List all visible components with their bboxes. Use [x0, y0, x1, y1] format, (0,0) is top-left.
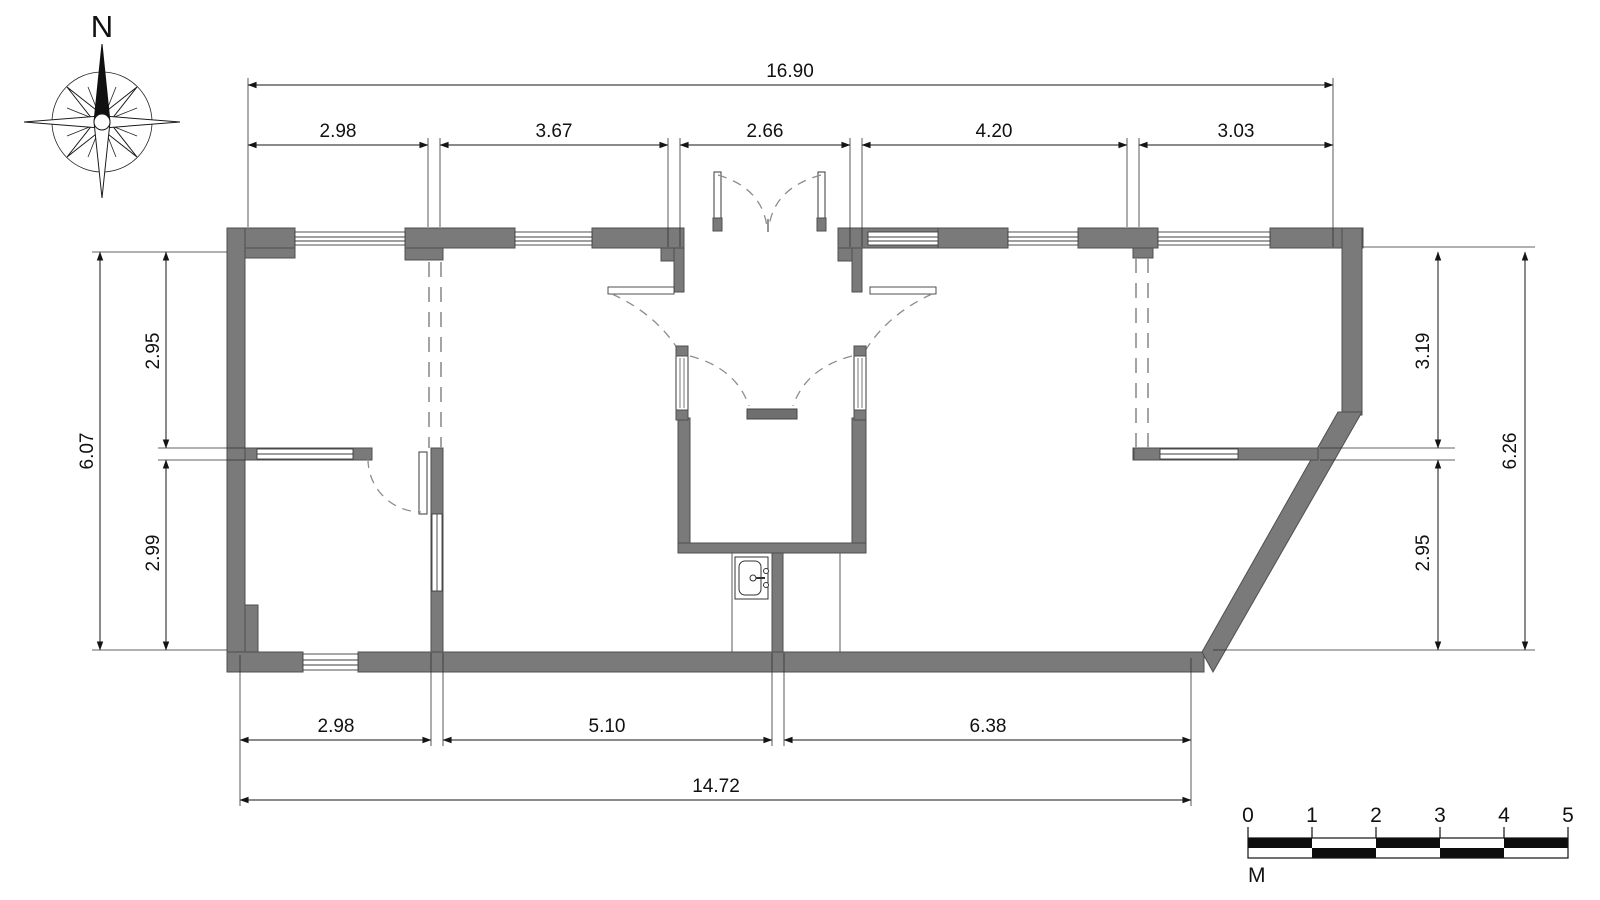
left-wall	[226, 227, 246, 673]
compass-point-east	[103, 115, 181, 129]
dim-label-top-seg: 2.66	[747, 121, 784, 142]
right-wall	[1341, 227, 1363, 416]
doors	[367, 171, 933, 515]
dim-label-right-total: 6.26	[1500, 433, 1521, 470]
dim-label-top-seg: 3.67	[536, 121, 573, 142]
door-swing-arc	[864, 293, 933, 352]
scale-tick-label: 3	[1434, 804, 1446, 827]
glazed-door-leaf	[675, 345, 689, 421]
scale-tick-label: 4	[1498, 804, 1510, 827]
north-label: N	[91, 9, 113, 44]
door-swing-arc	[792, 355, 853, 407]
dim-label-top-seg: 3.03	[1218, 121, 1255, 142]
door-swing-arc	[367, 458, 422, 513]
window	[294, 231, 406, 246]
dim-label-top-seg: 4.20	[976, 121, 1013, 142]
diagonal-wall	[1201, 411, 1363, 674]
wall-pier	[404, 247, 444, 261]
interior-window	[1159, 448, 1239, 460]
door-swing-arc	[611, 293, 680, 352]
top-wall	[937, 227, 1009, 249]
core-wall-left	[677, 417, 691, 554]
window	[1157, 231, 1271, 246]
dim-label-right-seg: 2.95	[1413, 535, 1434, 572]
scale-tick-label: 5	[1562, 804, 1574, 827]
window	[514, 231, 593, 246]
top-wall	[404, 227, 516, 249]
top-wall	[1077, 227, 1159, 249]
compass-rose: N	[23, 9, 181, 199]
interior-window	[431, 513, 443, 592]
scale-bar-cells	[1248, 838, 1568, 858]
dim-label-bottom-seg: 6.38	[970, 716, 1007, 737]
opening-header	[869, 286, 937, 295]
core-wall-stub	[771, 552, 784, 653]
dim-label-left-seg: 2.95	[143, 333, 164, 370]
compass-point-south	[93, 121, 111, 199]
interior-window	[256, 448, 354, 460]
core-wall-bottom	[677, 542, 867, 554]
dim-label-right-seg: 3.19	[1413, 333, 1434, 370]
door-hinge-block	[816, 217, 827, 232]
sink	[734, 556, 769, 600]
door-swing-arc	[689, 355, 750, 407]
top-wall	[591, 227, 685, 249]
north-arrow-icon	[93, 43, 111, 123]
door-hinge-block	[712, 217, 723, 232]
opening-header	[607, 286, 675, 295]
bottom-wall	[226, 651, 304, 673]
dim-label-left-seg: 2.99	[143, 535, 164, 572]
dim-label-bottom-seg: 5.10	[589, 716, 626, 737]
core-wall-right	[851, 417, 867, 554]
dim-label-top-total: 16.90	[766, 61, 814, 82]
fixtures	[731, 553, 841, 652]
scale-bar: 0 1 2 3 4 5 M	[1242, 804, 1574, 887]
compass-point-west	[23, 115, 101, 129]
dim-label-bottom-total: 14.72	[692, 776, 740, 797]
entrance-jamb-right	[851, 247, 863, 293]
removed-walls	[428, 258, 1149, 448]
dimensions: 16.90 2.98 3.67 2.66 4.20 3.03 6.07 2.95…	[77, 61, 1529, 804]
scale-unit-label: M	[1248, 864, 1266, 887]
window	[1007, 231, 1079, 246]
dim-label-top-seg: 2.98	[320, 121, 357, 142]
compass-hub	[93, 113, 111, 131]
glazed-door-leaf	[853, 345, 867, 421]
door-leaf	[418, 451, 428, 515]
scale-tick-label: 0	[1242, 804, 1254, 827]
wall-stub	[1132, 247, 1154, 259]
door-swing-arc	[717, 174, 768, 228]
window	[302, 653, 359, 671]
dim-label-bottom-seg: 2.98	[318, 716, 355, 737]
scale-tick-label: 2	[1370, 804, 1382, 827]
threshold	[746, 408, 798, 420]
extension-lines	[92, 78, 1535, 806]
bottom-wall	[357, 651, 1205, 673]
scale-tick-label: 1	[1306, 804, 1318, 827]
door-swing-arc	[768, 174, 822, 228]
windows	[256, 231, 1271, 671]
dim-label-left-total: 6.07	[77, 433, 98, 470]
window	[867, 231, 939, 246]
entrance-jamb-left	[673, 247, 685, 293]
